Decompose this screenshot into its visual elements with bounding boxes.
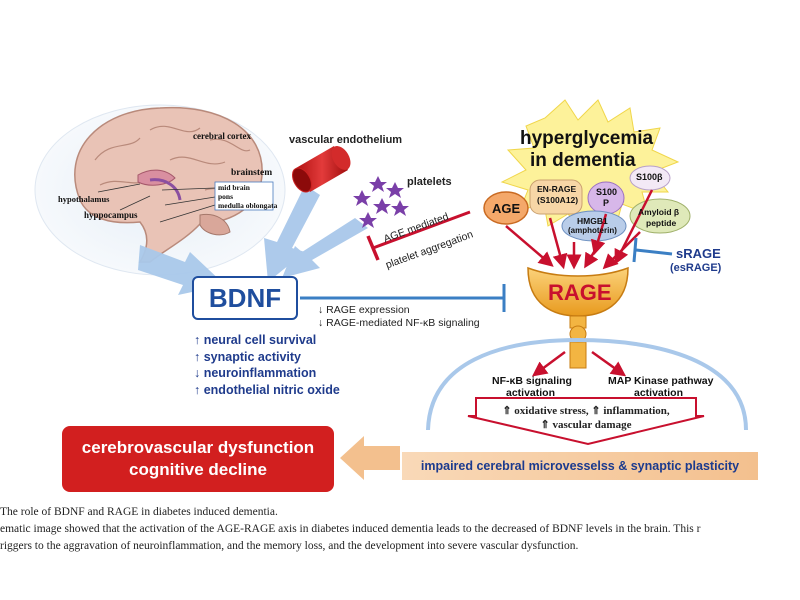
vascular-endothelium-label: vascular endothelium	[289, 134, 403, 146]
arrow-to-dysfunction	[340, 436, 400, 480]
brainstem-label: brainstem	[231, 168, 273, 178]
rage-nfkb-label: ↓ RAGE-mediated NF-κB signaling	[318, 317, 480, 329]
hyperglycemia-label: hyperglycemia	[520, 128, 654, 149]
figure-caption-line: riggers to the aggravation of neuroinfla…	[0, 540, 579, 552]
bdnf-effects: ↑ neural cell survival ↑ synaptic activi…	[194, 332, 340, 398]
s100b-ligand	[629, 165, 671, 191]
amyloid-ligand	[629, 198, 691, 234]
figure-caption-line: ematic image showed that the activation …	[0, 523, 701, 535]
s100p-label: S100	[596, 187, 618, 197]
cerebrovascular-dysfunction-box: cerebrovascular dysfunction cognitive de…	[62, 426, 334, 492]
amyloid-label: Amyloid β	[638, 207, 680, 217]
cell-membrane	[426, 337, 748, 431]
hippocampus-label: hyppocampus	[84, 210, 138, 220]
figure-caption-title: The role of BDNF and RAGE in diabetes in…	[0, 506, 278, 518]
downstream-arrow	[467, 397, 705, 446]
vessel-icon	[292, 146, 351, 193]
en-rage-label: EN-RAGE	[537, 184, 577, 194]
s100b-label: S100β	[636, 172, 663, 182]
cerebral-cortex-label: cerebral cortex	[193, 131, 252, 141]
pons-label: pons	[218, 192, 234, 201]
cognitive-decline-line: cognitive decline	[129, 460, 267, 479]
effect-item: ↑ neural cell survival	[194, 333, 317, 347]
ligand-arrows	[505, 189, 654, 270]
peptide-label: peptide	[646, 218, 677, 228]
impaired-microvessels-box: impaired cerebral microvesselss & synapt…	[402, 452, 758, 480]
age-label: AGE	[492, 201, 521, 216]
platelet-inhibition-line	[366, 210, 471, 261]
bdnf-box: BDNF	[192, 276, 298, 320]
esrage-label: (esRAGE)	[670, 262, 722, 274]
in-dementia-label: in dementia	[530, 150, 636, 171]
srage-inhibition	[632, 237, 673, 263]
amphoterin-label: (amphoterin)	[568, 226, 617, 235]
vascular-damage-line: ⇑ vascular damage	[540, 419, 632, 431]
oxidative-stress-text: ⇑ oxidative stress, ⇑ inflammation, ⇑ va…	[482, 404, 690, 432]
dysfunction-line: cerebrovascular dysfunction	[81, 438, 315, 457]
effect-item: ↓ neuroinflammation	[194, 366, 317, 380]
s100p-p-label: P	[603, 198, 610, 208]
effect-item: ↑ synaptic activity	[194, 349, 301, 364]
brain-illustration	[34, 104, 286, 276]
en-rage-ligand	[529, 179, 583, 215]
hypothalamus-label: hypothalamus	[58, 194, 110, 204]
signal-arrows	[531, 350, 627, 377]
platelets-label: platelets	[407, 176, 452, 188]
mapk-activation-label: activation	[634, 387, 684, 399]
bdnf-inhibit-rage	[300, 284, 506, 312]
srage-label: sRAGE	[676, 246, 721, 261]
nfkb-activation-label: activation	[506, 387, 556, 399]
age-ligand	[483, 191, 529, 225]
mapk-label: MAP Kinase pathway	[608, 375, 714, 387]
rage-expression-label: ↓ RAGE expression	[318, 304, 410, 316]
rage-label: RAGE	[548, 280, 612, 305]
platelets-icon	[353, 176, 409, 228]
rage-receptor	[527, 266, 629, 369]
hmgb1-label: HMGB1	[577, 216, 608, 226]
s100a12-label: (S100A12)	[537, 195, 579, 205]
nfkb-label: NF-κB signaling	[492, 375, 572, 387]
midbrain-label: mid brain	[218, 183, 250, 192]
medulla-label: medulla oblongata	[218, 201, 278, 210]
effect-item: ↑ endothelial nitric oxide	[194, 382, 340, 397]
oxidative-line: ⇑ oxidative stress, ⇑ inflammation,	[502, 405, 670, 417]
